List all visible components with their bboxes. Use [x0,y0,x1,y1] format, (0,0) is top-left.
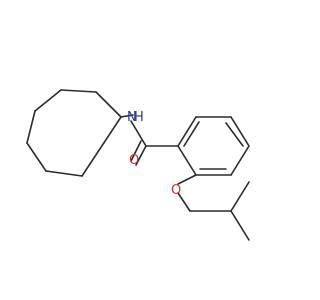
molecule-canvas: N H O O [26,89,250,241]
atom-ether-o-label: O [171,183,181,198]
atom-n-label: N [127,110,137,125]
atom-n: N H [127,110,144,125]
benzene-ring [177,116,250,176]
amide-bonds [120,114,147,147]
cycloheptyl-ring [26,89,122,177]
atom-carbonyl-o-label: O [129,153,139,168]
carbonyl-double-bond [130,140,147,166]
isopropoxy-group [177,174,250,241]
atom-n-hydrogen: H [134,110,144,125]
molecule-drawing: N H O O [26,89,250,241]
